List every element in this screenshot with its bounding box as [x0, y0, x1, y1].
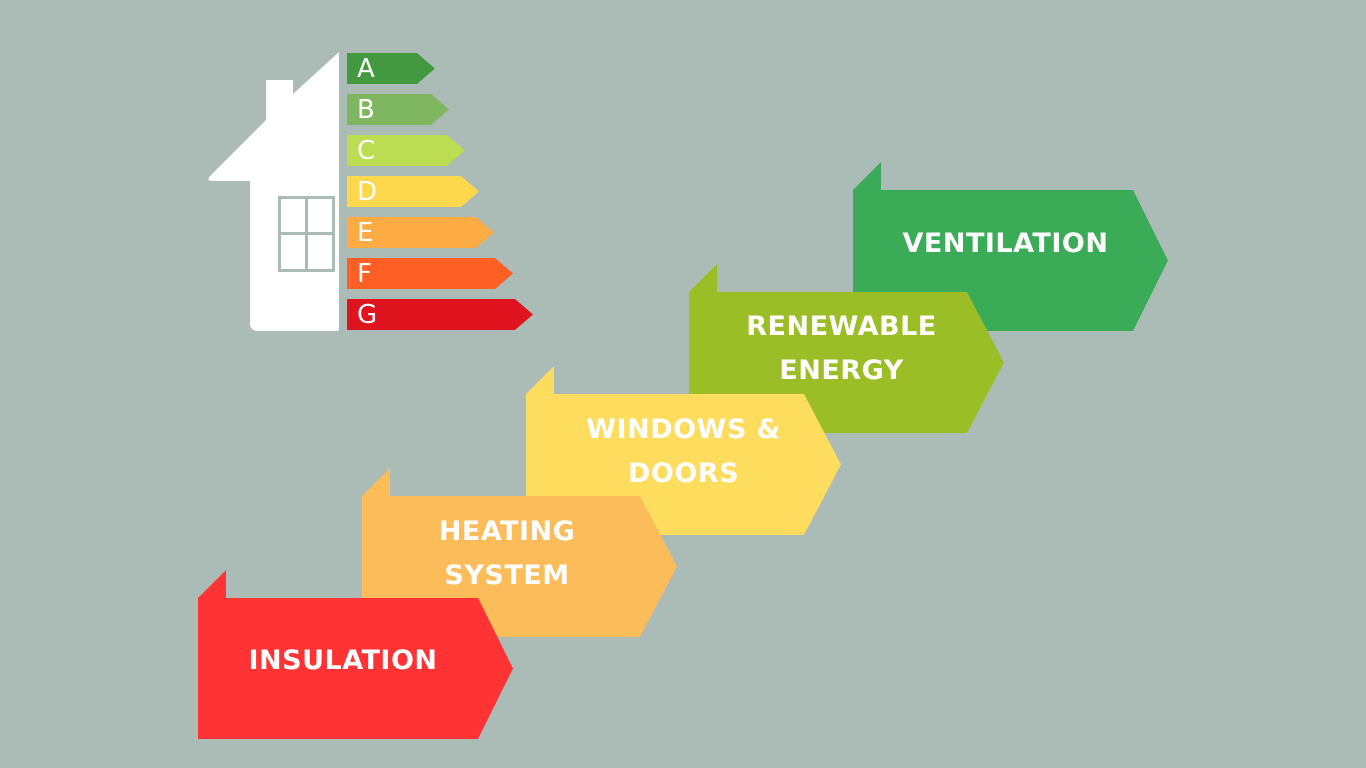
rating-letter-c: C [357, 136, 376, 166]
rating-letter-d: D [357, 177, 378, 207]
step-arrow-insulation [198, 598, 513, 739]
step-tab-heating-system [362, 468, 390, 496]
energy-rating-scale [347, 53, 533, 330]
rating-letter-a: A [357, 54, 375, 84]
house-icon [208, 52, 533, 331]
rating-letter-b: B [357, 95, 375, 125]
step-label-heating-system: HEATING SYSTEM [438, 516, 576, 591]
step-label-windows-doors: WINDOWS & DOORS [586, 414, 781, 489]
rating-arrow-g [347, 299, 533, 330]
staircase-steps [198, 162, 1168, 739]
step-label-renewable-energy: RENEWABLE ENERGY [746, 311, 937, 386]
step-tab-windows-doors [526, 366, 554, 394]
step-tab-ventilation [853, 162, 881, 190]
house-window [278, 196, 335, 272]
step-insulation [198, 570, 513, 739]
step-tab-insulation [198, 570, 226, 598]
rating-arrow-a [347, 53, 435, 84]
rating-arrow-f [347, 258, 513, 289]
rating-arrow-c [347, 135, 465, 166]
rating-arrow-e [347, 217, 494, 248]
house-silhouette [208, 52, 339, 331]
step-label-ventilation: VENTILATION [902, 228, 1109, 259]
rating-arrow-d [347, 176, 479, 207]
step-tab-renewable-energy [689, 264, 717, 292]
rating-letter-g: G [357, 300, 378, 330]
rating-letter-e: E [357, 218, 374, 248]
rating-letter-f: F [357, 259, 372, 289]
step-label-insulation: INSULATION [248, 645, 438, 676]
rating-arrow-b [347, 94, 449, 125]
